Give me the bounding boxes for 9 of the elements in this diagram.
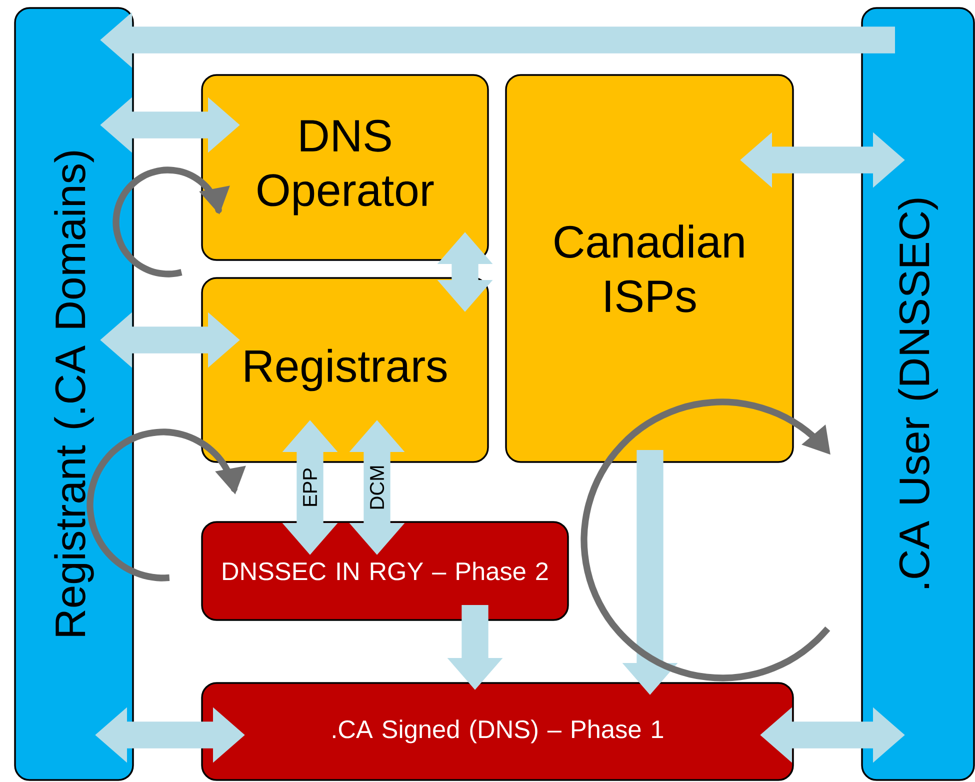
process-box: DNSSEC IN RGY – Phase 2 [201,521,569,621]
process-box: Canadian ISPs [505,74,794,463]
process-box: .CA Signed (DNS) – Phase 1 [201,682,794,781]
edge-label: DCM [368,463,386,512]
side-bar: Registrant (.CA Domains) [14,7,134,781]
side-bar: .CA User (DNSSEC) [861,7,975,781]
edge-label: EPP [302,466,318,509]
process-box: DNS Operator [201,74,489,261]
process-box: Registrars [201,277,489,463]
